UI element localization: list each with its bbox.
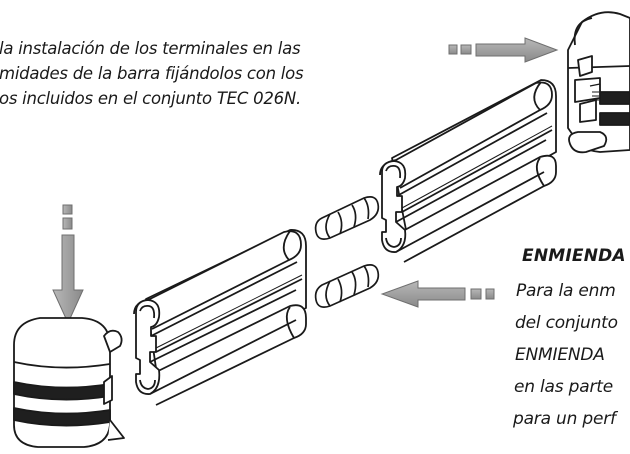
section-line-2: del conjunto <box>515 313 618 333</box>
section-line-3: ENMIENDA <box>515 345 605 365</box>
arrow-right-icon <box>448 37 559 63</box>
arrow-left-icon <box>380 280 495 308</box>
section-heading: ENMIENDA <box>522 246 626 266</box>
bar-profile-right <box>379 79 557 263</box>
connector-pin-lower <box>314 264 380 308</box>
bar-profile-left <box>133 229 307 406</box>
section-line-4: en las parte <box>514 377 613 397</box>
arrow-down-icon <box>52 204 84 325</box>
section-line-5: para un perf <box>513 409 616 429</box>
end-cap-left <box>13 317 125 448</box>
intro-line-1: la instalación de los terminales en las <box>0 39 301 58</box>
connector-pin-upper <box>314 196 380 240</box>
section-line-1: Para la enm <box>516 281 616 301</box>
end-cap-right <box>567 11 630 154</box>
intro-line-2: midades de la barra fijándolos con los <box>0 64 304 83</box>
intro-line-3: os incluidos en el conjunto TEC 026N. <box>0 89 301 108</box>
